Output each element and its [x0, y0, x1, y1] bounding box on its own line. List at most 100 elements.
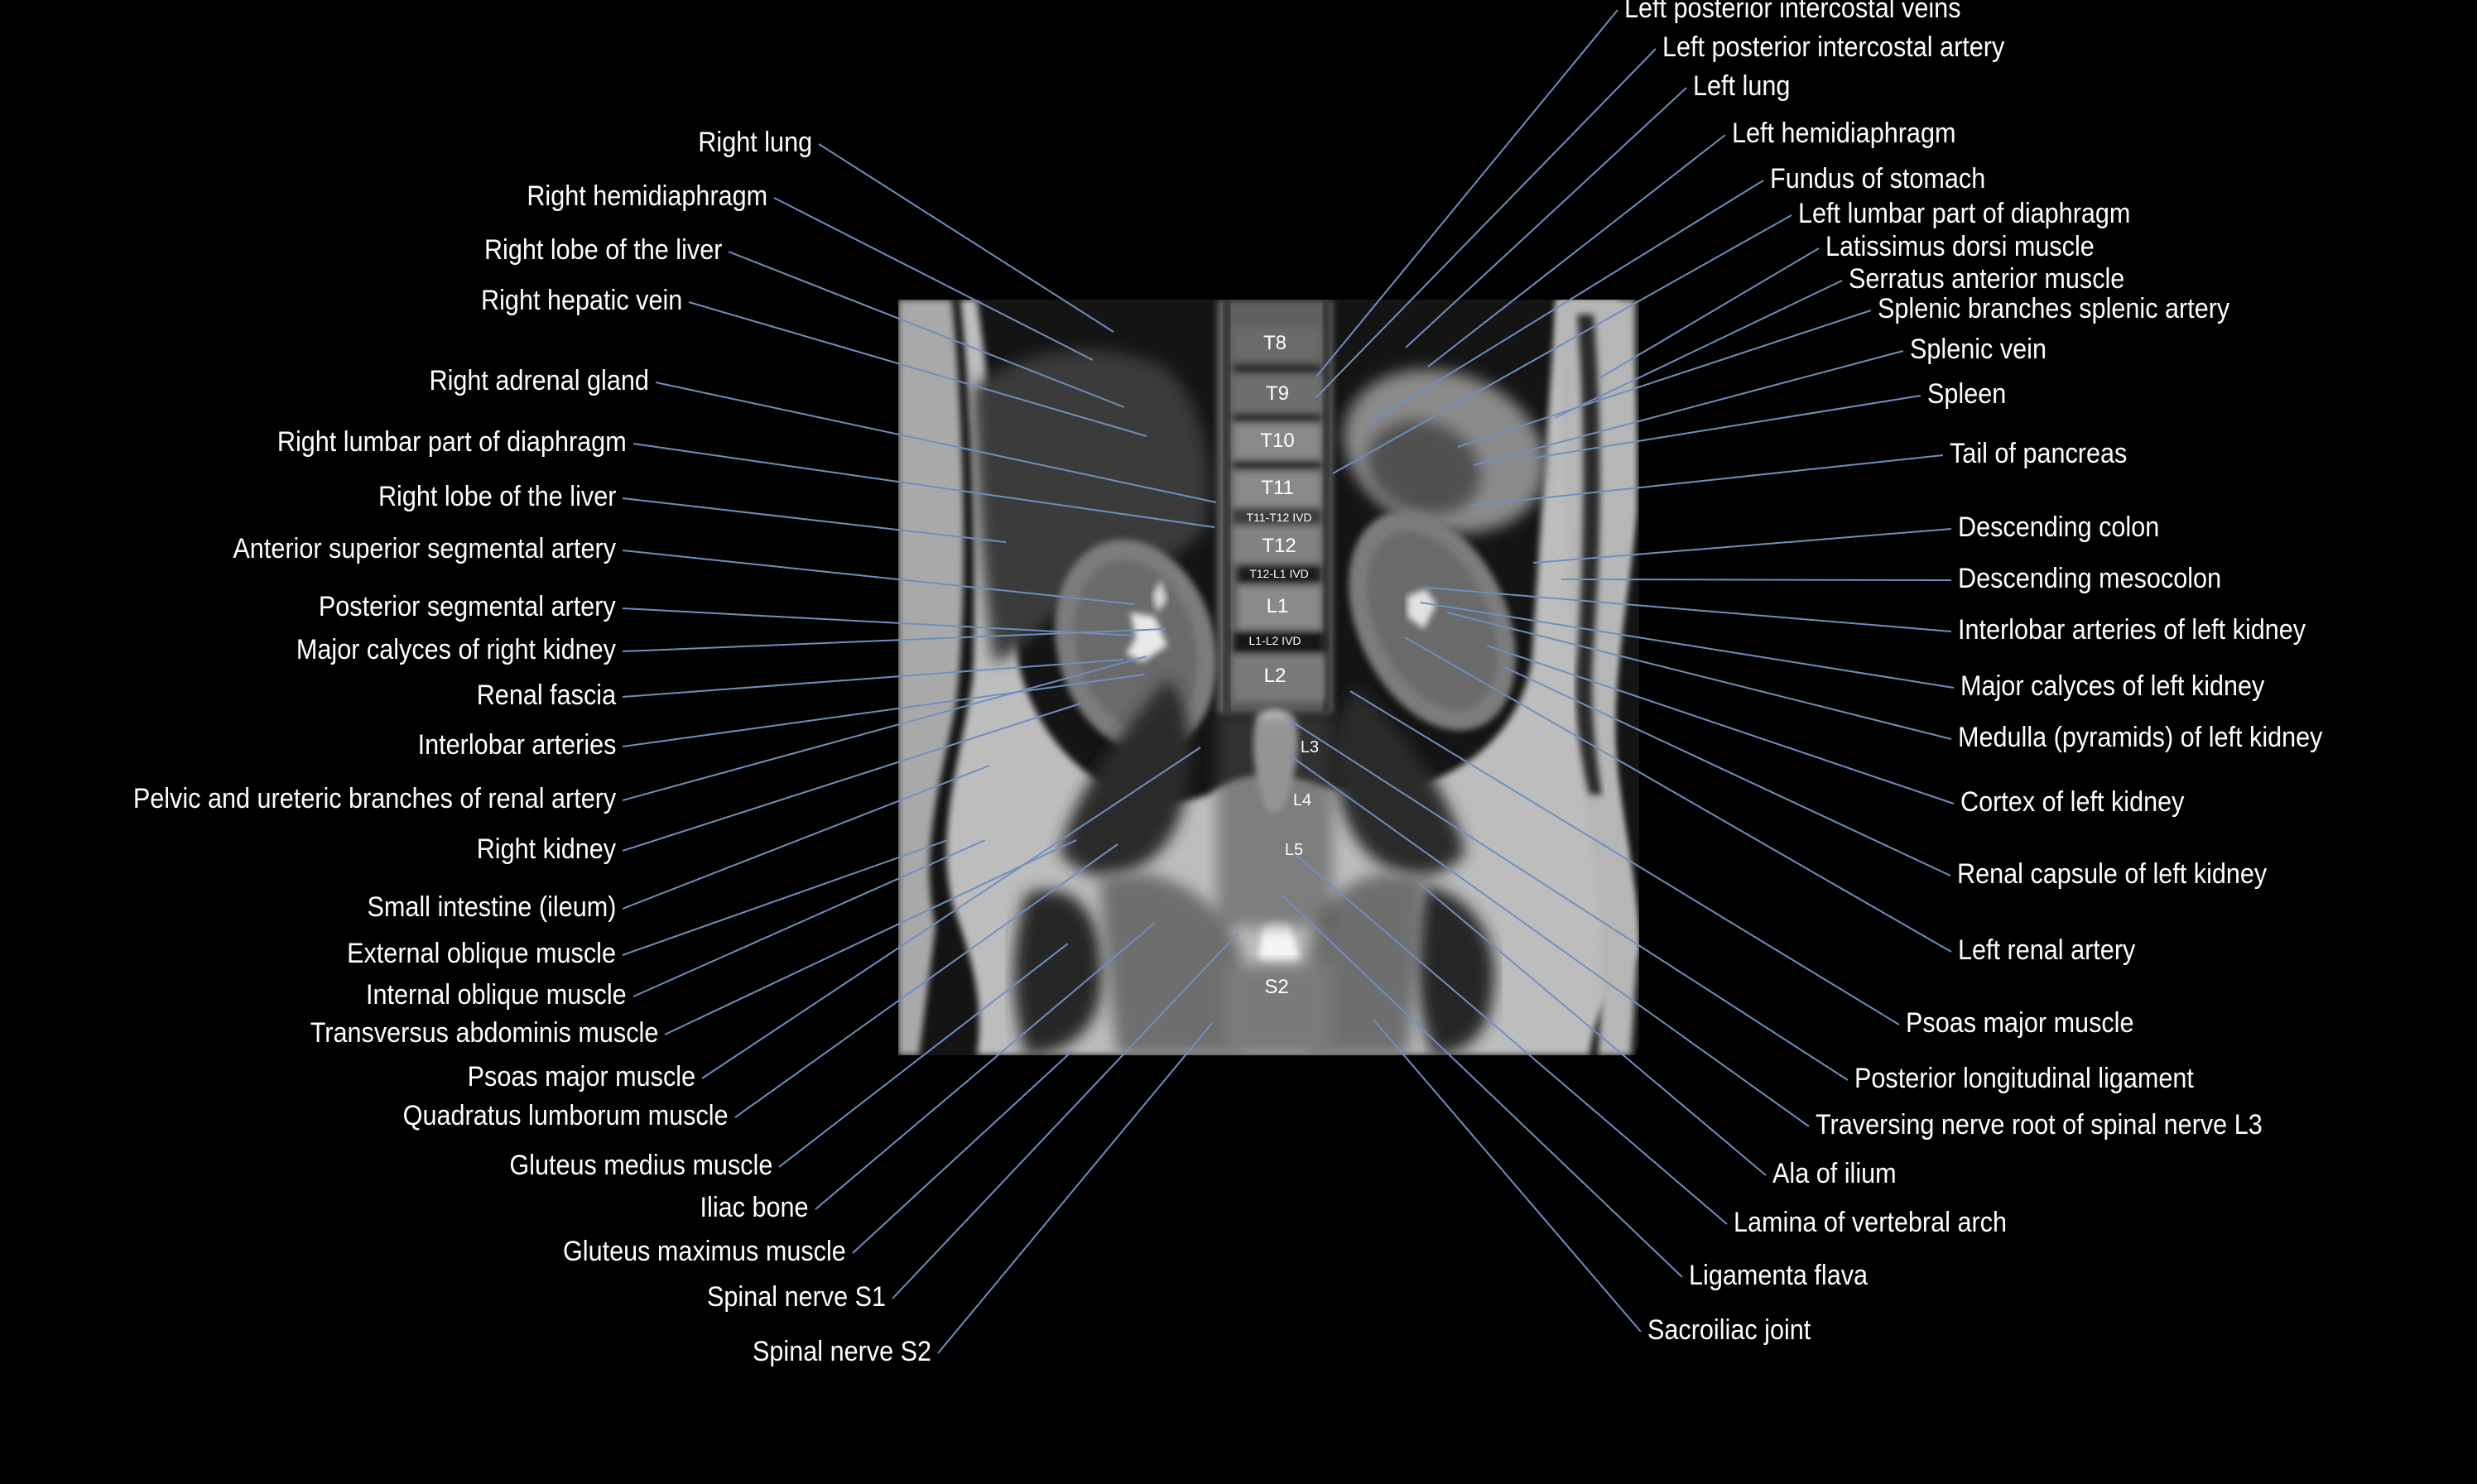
label-psoas-major-muscle[interactable]: Psoas major muscle [467, 1061, 695, 1093]
leader-line-left-lumbar-part-of-diaphragm [1332, 214, 1792, 474]
label-left-lung[interactable]: Left lung [1693, 70, 1791, 102]
vertebra-label-l2: L2 [1263, 665, 1287, 687]
vertebra-label-l1: L1 [1266, 595, 1289, 617]
leader-line-quadratus-lumborum-muscle [734, 843, 1118, 1118]
leader-line-posterior-longitudinal-ligament [1285, 717, 1849, 1081]
label-left-renal-artery[interactable]: Left renal artery [1958, 934, 2136, 966]
leader-line-small-intestine-ileum [622, 765, 990, 910]
label-transversus-abdominis-muscle[interactable]: Transversus abdominis muscle [310, 1017, 658, 1049]
leader-line-medulla-pyramids-of-left-kidney [1446, 612, 1952, 740]
leader-line-spleen [1524, 395, 1921, 460]
leader-line-posterior-segmental-artery [622, 608, 1135, 636]
label-internal-oblique-muscle[interactable]: Internal oblique muscle [366, 979, 627, 1011]
label-gluteus-maximus-muscle[interactable]: Gluteus maximus muscle [563, 1236, 846, 1267]
leader-line-iliac-bone [815, 922, 1156, 1210]
label-right-lumbar-part-of-diaphragm[interactable]: Right lumbar part of diaphragm [277, 426, 627, 458]
label-right-kidney[interactable]: Right kidney [476, 833, 616, 865]
leader-line-descending-mesocolon [1561, 579, 1952, 581]
label-right-lung[interactable]: Right lung [698, 127, 812, 158]
label-small-intestine-ileum[interactable]: Small intestine (ileum) [366, 891, 616, 923]
label-traversing-nerve-root-of-spinal-nerve-l3[interactable]: Traversing nerve root of spinal nerve L3 [1816, 1109, 2263, 1141]
leader-line-traversing-nerve-root-of-spinal-nerve-l3 [1288, 754, 1810, 1127]
label-left-lumbar-part-of-diaphragm[interactable]: Left lumbar part of diaphragm [1798, 198, 2131, 229]
leader-line-internal-oblique-muscle [632, 839, 986, 997]
label-left-posterior-intercostal-veins[interactable]: Left posterior intercostal veins [1624, 0, 1961, 24]
label-spinal-nerve-s2[interactable]: Spinal nerve S2 [752, 1336, 931, 1367]
leader-line-gluteus-maximus-muscle [852, 1050, 1073, 1254]
leader-line-lamina-of-vertebral-arch [1295, 854, 1728, 1225]
label-interlobar-arteries-of-left-kidney[interactable]: Interlobar arteries of left kidney [1958, 614, 2306, 646]
label-pelvic-and-ureteric-branches-of-renal-artery[interactable]: Pelvic and ureteric branches of renal ar… [132, 783, 616, 814]
label-renal-capsule-of-left-kidney[interactable]: Renal capsule of left kidney [1957, 858, 2268, 890]
vertebra-label-t11: T11 [1261, 477, 1294, 499]
label-right-lobe-of-the-liver[interactable]: Right lobe of the liver [483, 234, 722, 266]
leader-line-fundus-of-stomach [1369, 180, 1764, 424]
label-anterior-superior-segmental-artery[interactable]: Anterior superior segmental artery [233, 533, 616, 564]
leader-line-spinal-nerve-s2 [937, 1021, 1214, 1354]
label-right-adrenal-gland[interactable]: Right adrenal gland [429, 365, 649, 396]
label-latissimus-dorsi-muscle[interactable]: Latissimus dorsi muscle [1825, 231, 2095, 262]
label-splenic-vein[interactable]: Splenic vein [1910, 334, 2047, 365]
label-fundus-of-stomach[interactable]: Fundus of stomach [1770, 163, 1986, 195]
leader-line-right-hepatic-vein [688, 301, 1147, 437]
leader-line-psoas-major-muscle [701, 747, 1201, 1079]
leader-line-ala-of-ilium [1419, 883, 1767, 1176]
label-external-oblique-muscle[interactable]: External oblique muscle [347, 938, 616, 969]
leader-line-left-posterior-intercostal-veins [1315, 9, 1618, 377]
leader-line-interlobar-arteries-of-left-kidney [1426, 587, 1952, 632]
leader-line-right-adrenal-gland [655, 382, 1217, 503]
leader-line-interlobar-arteries [622, 674, 1145, 747]
leader-line-left-hemidiaphragm [1427, 134, 1726, 367]
vertebra-label-l3: L3 [1300, 738, 1320, 756]
label-ala-of-ilium[interactable]: Ala of ilium [1772, 1158, 1897, 1189]
vertebra-label-l5: L5 [1284, 841, 1304, 859]
leader-line-left-lung [1405, 87, 1687, 348]
label-major-calyces-of-right-kidney[interactable]: Major calyces of right kidney [296, 634, 616, 665]
label-gluteus-medius-muscle[interactable]: Gluteus medius muscle [508, 1150, 772, 1181]
label-cortex-of-left-kidney[interactable]: Cortex of left kidney [1960, 786, 2185, 818]
leader-line-external-oblique-muscle [622, 839, 949, 956]
label-right-lobe-of-the-liver[interactable]: Right lobe of the liver [378, 481, 616, 512]
leader-line-left-renal-artery [1404, 636, 1952, 953]
label-quadratus-lumborum-muscle[interactable]: Quadratus lumborum muscle [403, 1100, 729, 1131]
label-lamina-of-vertebral-arch[interactable]: Lamina of vertebral arch [1734, 1207, 2007, 1238]
vertebra-label-s2: S2 [1264, 976, 1289, 998]
label-sacroiliac-joint[interactable]: Sacroiliac joint [1647, 1314, 1811, 1346]
label-left-hemidiaphragm[interactable]: Left hemidiaphragm [1732, 118, 1956, 149]
label-left-posterior-intercostal-artery[interactable]: Left posterior intercostal artery [1662, 31, 2005, 63]
leader-line-right-lobe-of-the-liver [728, 251, 1125, 408]
label-right-hemidiaphragm[interactable]: Right hemidiaphragm [527, 180, 767, 212]
leader-line-spinal-nerve-s1 [892, 933, 1238, 1299]
label-tail-of-pancreas[interactable]: Tail of pancreas [1950, 438, 2128, 469]
vertebra-label-t10: T10 [1260, 430, 1295, 452]
label-posterior-longitudinal-ligament[interactable]: Posterior longitudinal ligament [1854, 1063, 2194, 1094]
label-spinal-nerve-s1[interactable]: Spinal nerve S1 [706, 1281, 886, 1313]
vertebra-label-t9: T9 [1265, 382, 1290, 405]
label-iliac-bone[interactable]: Iliac bone [700, 1192, 809, 1223]
leader-line-right-kidney [622, 703, 1081, 852]
label-descending-colon[interactable]: Descending colon [1958, 511, 2160, 543]
label-descending-mesocolon[interactable]: Descending mesocolon [1958, 563, 2222, 594]
label-right-hepatic-vein[interactable]: Right hepatic vein [480, 285, 682, 316]
label-major-calyces-of-left-kidney[interactable]: Major calyces of left kidney [1960, 670, 2265, 702]
leader-line-tail-of-pancreas [1469, 454, 1944, 507]
label-posterior-segmental-artery[interactable]: Posterior segmental artery [319, 591, 616, 622]
leader-line-cortex-of-left-kidney [1486, 645, 1955, 804]
label-serratus-anterior-muscle[interactable]: Serratus anterior muscle [1849, 263, 2125, 295]
label-interlobar-arteries[interactable]: Interlobar arteries [417, 729, 616, 761]
vertebra-label-l1-l2-ivd: L1-L2 IVD [1248, 634, 1301, 647]
label-spleen[interactable]: Spleen [1927, 378, 2007, 410]
leader-line-sacroiliac-joint [1373, 1019, 1642, 1333]
leader-line-psoas-major-muscle [1349, 690, 1900, 1025]
leader-line-gluteus-medius-muscle [778, 943, 1069, 1168]
leader-line-descending-colon [1532, 528, 1952, 564]
label-renal-fascia[interactable]: Renal fascia [476, 680, 616, 711]
label-medulla-pyramids-of-left-kidney[interactable]: Medulla (pyramids) of left kidney [1958, 722, 2323, 753]
label-psoas-major-muscle[interactable]: Psoas major muscle [1906, 1007, 2134, 1039]
label-splenic-branches-splenic-artery[interactable]: Splenic branches splenic artery [1878, 293, 2230, 324]
vertebra-label-l4: L4 [1292, 791, 1312, 809]
vertebra-label-t12-l1-ivd: T12-L1 IVD [1249, 567, 1309, 580]
label-ligamenta-flava[interactable]: Ligamenta flava [1689, 1260, 1869, 1291]
leader-line-right-lobe-of-the-liver [622, 497, 1007, 543]
